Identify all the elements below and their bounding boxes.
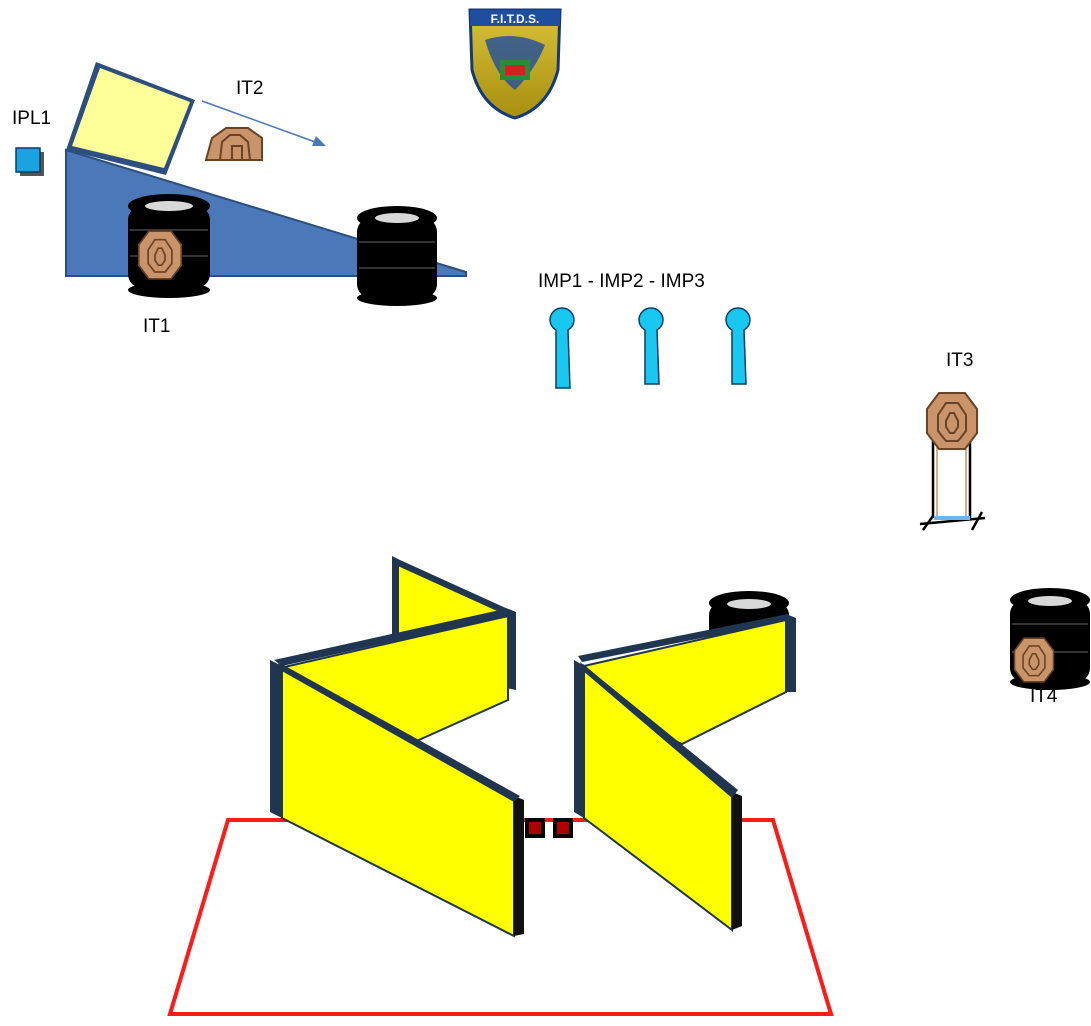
fitds-logo: F.I.T.D.S. — [468, 8, 562, 120]
label-it4: IT4 — [1030, 686, 1058, 707]
label-ipl1: IPL1 — [12, 108, 52, 129]
it4-target — [1013, 637, 1055, 683]
popper-imp3 — [725, 307, 751, 385]
popper-imp1 — [549, 307, 575, 389]
left-wall — [270, 556, 524, 938]
right-wall — [574, 614, 796, 933]
it3-stand — [919, 440, 986, 531]
ramp-tire-stack — [357, 206, 437, 306]
label-it1: IT1 — [143, 316, 171, 337]
label-it2: IT2 — [236, 78, 264, 99]
ramp-yellow-panel — [66, 62, 195, 175]
ipl1-plate — [15, 147, 44, 176]
start-markers — [525, 818, 573, 838]
logo-text: F.I.T.D.S. — [491, 12, 540, 26]
label-it3: IT3 — [946, 350, 974, 371]
popper-imp2 — [638, 307, 664, 385]
it2-target — [204, 127, 263, 161]
it2-arrow — [201, 100, 326, 146]
label-imp: IMP1 - IMP2 - IMP3 — [538, 271, 705, 292]
it1-target — [137, 230, 183, 280]
it3-target — [926, 392, 978, 450]
